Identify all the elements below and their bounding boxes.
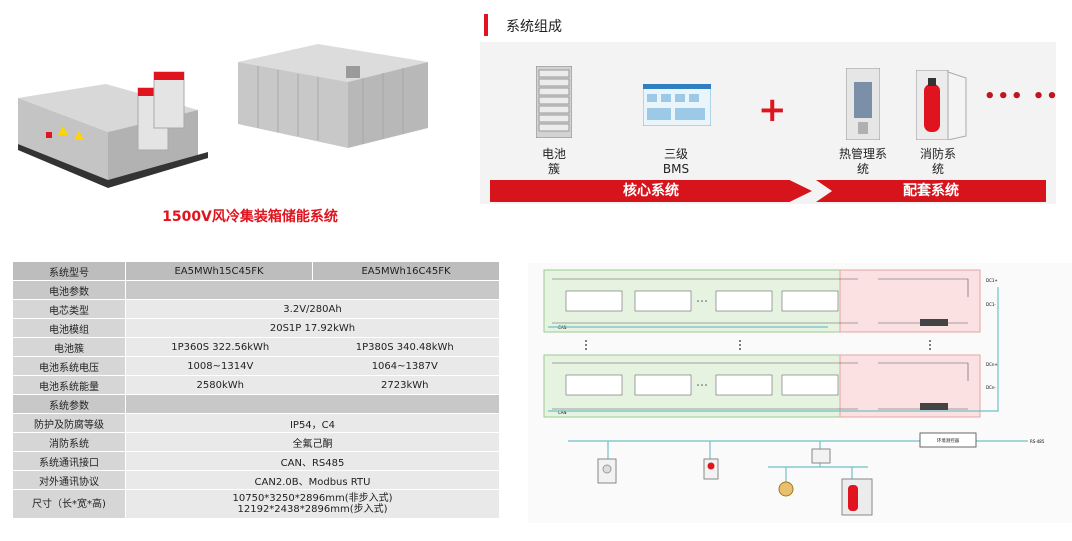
table-row: 消防系统 全氟己酮 — [12, 432, 500, 452]
row-value: CAN、RS485 — [125, 451, 500, 471]
fire-protection-label: 消防系 统 — [919, 147, 956, 176]
row-value: 3.2V/280Ah — [125, 299, 500, 319]
row-value-line2: 12192*2438*2896mm(步入式) — [237, 504, 388, 515]
bms-screen-image — [643, 84, 711, 126]
table-row: 电池模组 20S1P 17.92kWh — [12, 318, 500, 338]
table-row: 系统参数 — [12, 394, 500, 414]
pcs-module — [920, 319, 948, 326]
bms-label: 三级 BMS — [662, 147, 690, 176]
row-label: 对外通讯协议 — [12, 470, 126, 490]
section-marker — [484, 14, 488, 36]
auxiliary-system-bar: 配套系统 — [816, 180, 1046, 202]
table-row: 电池参数 — [12, 280, 500, 300]
row-label: 消防系统 — [12, 432, 126, 452]
row-value-line1: 10750*3250*2896mm(非步入式) — [232, 493, 393, 504]
dc-minus-n-label: DCn- — [986, 385, 996, 390]
header-label: 系统型号 — [12, 261, 126, 281]
row-value: 20S1P 17.92kWh — [125, 318, 500, 338]
battery-pack — [715, 374, 773, 396]
container-product-image — [18, 44, 428, 188]
table-row: 电池系统电压 1008~1314V 1064~1387V — [12, 356, 500, 376]
row-label: 系统通讯接口 — [12, 451, 126, 471]
row-value-b: 1064~1387V — [371, 360, 438, 372]
control-panel-icon — [811, 448, 831, 464]
core-system-label: 核心系统 — [623, 183, 679, 199]
table-header-row: 系统型号 EA5MWh15C45FK EA5MWh16C45FK — [12, 261, 500, 281]
section-system-params: 系统参数 — [12, 394, 126, 414]
thermal-management-image — [846, 68, 880, 140]
row-value-a: 1P360S 322.56kWh — [171, 341, 270, 353]
dc-plus-n-label: DCn+ — [986, 362, 998, 367]
section-battery-params: 电池参数 — [12, 280, 126, 300]
core-system-bar: 核心系统 — [490, 180, 812, 202]
row-label: 电芯类型 — [12, 299, 126, 319]
table-row: 电池系统能量 2580kWh 2723kWh — [12, 375, 500, 395]
battery-pack — [715, 290, 773, 312]
battery-pack — [565, 290, 623, 312]
table-row: 防护及防腐等级 IP54，C4 — [12, 413, 500, 433]
row-label: 防护及防腐等级 — [12, 413, 126, 433]
battery-cluster-image — [536, 66, 572, 138]
pcs-zone-lower — [839, 354, 981, 418]
env-controller-label: 环境测控器 — [937, 437, 960, 444]
header-model-a: EA5MWh15C45FK — [125, 261, 313, 281]
product-title: 1500V风冷集装箱储能系统 — [162, 209, 338, 225]
pcs-zone-upper — [839, 269, 981, 333]
row-value: CAN2.0B、Modbus RTU — [125, 470, 500, 490]
table-row: 对外通讯协议 CAN2.0B、Modbus RTU — [12, 470, 500, 490]
battery-pack — [781, 374, 839, 396]
table-row: 电芯类型 3.2V/280Ah — [12, 299, 500, 319]
bms-bus-label: CAN — [558, 410, 567, 415]
row-label: 电池系统电压 — [12, 356, 126, 376]
battery-cluster-label: 电池 簇 — [541, 147, 566, 176]
row-value-b: 1P380S 340.48kWh — [355, 341, 454, 353]
table-row: 尺寸（长*宽*高) 10750*3250*2896mm(非步入式) 12192*… — [12, 489, 500, 519]
battery-pack — [565, 374, 623, 396]
table-row: 电池簇 1P360S 322.56kWh 1P380S 340.48kWh — [12, 337, 500, 357]
row-value-a: 2580kWh — [196, 379, 244, 391]
wiring-diagram: DC1+ DC1- DCn+ DCn- CAN CAN 环境测控器 RS-485 — [543, 269, 1045, 516]
row-label: 尺寸（长*宽*高) — [12, 489, 126, 519]
row-value: IP54，C4 — [125, 413, 500, 433]
row-value: 全氟己酮 — [125, 432, 500, 452]
pcs-module — [920, 403, 948, 410]
plus-sign: + — [758, 90, 787, 130]
table-row: 系统通讯接口 CAN、RS485 — [12, 451, 500, 471]
battery-pack — [634, 290, 692, 312]
fire-protection-image — [916, 70, 967, 140]
row-value-b: 2723kWh — [381, 379, 429, 391]
dc-minus-1-label: DC1- — [986, 302, 996, 307]
env-controller-box — [919, 432, 977, 448]
header-model-b: EA5MWh16C45FK — [312, 261, 500, 281]
thermal-management-label: 热管理系 统 — [838, 147, 887, 176]
rs485-label: RS-485 — [1030, 439, 1045, 444]
more-dots: ••• •• — [984, 86, 1060, 107]
row-label: 电池簇 — [12, 337, 126, 357]
system-composition-heading: 系统组成 — [506, 19, 562, 35]
row-value-a: 1008~1314V — [187, 360, 254, 372]
dc-plus-1-label: DC1+ — [986, 278, 998, 283]
battery-pack — [781, 290, 839, 312]
auxiliary-system-label: 配套系统 — [903, 183, 959, 199]
spec-table: 系统型号 EA5MWh15C45FK EA5MWh16C45FK 电池参数 电芯… — [12, 261, 500, 519]
row-label: 电池系统能量 — [12, 375, 126, 395]
battery-pack — [634, 374, 692, 396]
row-label: 电池模组 — [12, 318, 126, 338]
